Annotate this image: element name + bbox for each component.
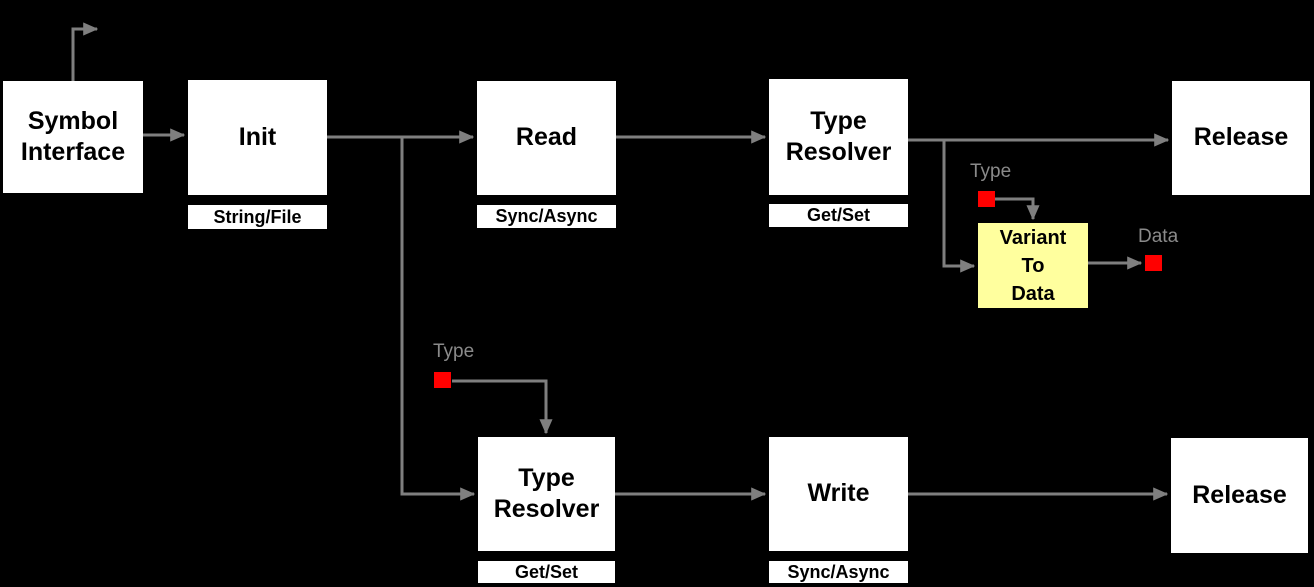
node-release-top: Release <box>1172 81 1310 195</box>
port-marker-data-top <box>1145 255 1162 271</box>
node-type-resolver-top-subbar: Get/Set <box>769 204 908 227</box>
node-type-resolver-top: Type Resolver <box>769 79 908 195</box>
port-marker-type-top <box>978 191 995 207</box>
node-write-subbar: Sync/Async <box>769 561 908 583</box>
node-type-resolver-bottom-subbar: Get/Set <box>478 561 615 583</box>
port-label-type-top: Type <box>970 161 1012 182</box>
node-write-label: Write <box>807 479 870 508</box>
node-write-sublabel: Sync/Async <box>787 561 890 582</box>
node-release-top-label: Release <box>1193 123 1289 152</box>
node-init: Init <box>188 80 327 195</box>
node-write: Write <box>769 437 908 551</box>
node-read-subbar: Sync/Async <box>477 205 616 228</box>
port-marker-type-bottom <box>434 372 451 388</box>
node-type-resolver-bottom: Type Resolver <box>478 437 615 551</box>
port-label-data-top: Data <box>1138 226 1179 247</box>
arrow-symbol-interface-up <box>71 22 99 81</box>
arrow-type-port-to-variant <box>994 197 1040 221</box>
arrow-type-resolver-branch-to-variant <box>942 140 976 273</box>
node-init-subbar: String/File <box>188 205 327 229</box>
node-init-label: Init <box>238 122 277 151</box>
node-symbol-interface: Symbol Interface <box>3 81 143 193</box>
node-type-resolver-top-sublabel: Get/Set <box>806 205 871 225</box>
node-type-resolver-bottom-sublabel: Get/Set <box>514 561 579 582</box>
node-symbol-interface-label: Symbol Interface <box>20 106 126 166</box>
arrow-type-port-to-type-resolver-bottom <box>452 379 553 435</box>
node-read-sublabel: Sync/Async <box>495 206 598 226</box>
node-type-resolver-top-label: Type Resolver <box>785 106 892 166</box>
node-read: Read <box>477 81 616 195</box>
arrow-init-branch-to-type-resolver-bottom <box>400 137 476 501</box>
node-init-sublabel: String/File <box>213 206 302 227</box>
node-release-bottom: Release <box>1171 438 1308 553</box>
node-variant-to-data: Variant To Data <box>978 223 1088 308</box>
node-type-resolver-bottom-label: Type Resolver <box>493 463 600 523</box>
node-variant-to-data-label: Variant To Data <box>999 226 1067 305</box>
node-release-bottom-label: Release <box>1192 480 1287 509</box>
node-read-label: Read <box>515 123 578 152</box>
port-label-type-bottom: Type <box>433 341 475 362</box>
